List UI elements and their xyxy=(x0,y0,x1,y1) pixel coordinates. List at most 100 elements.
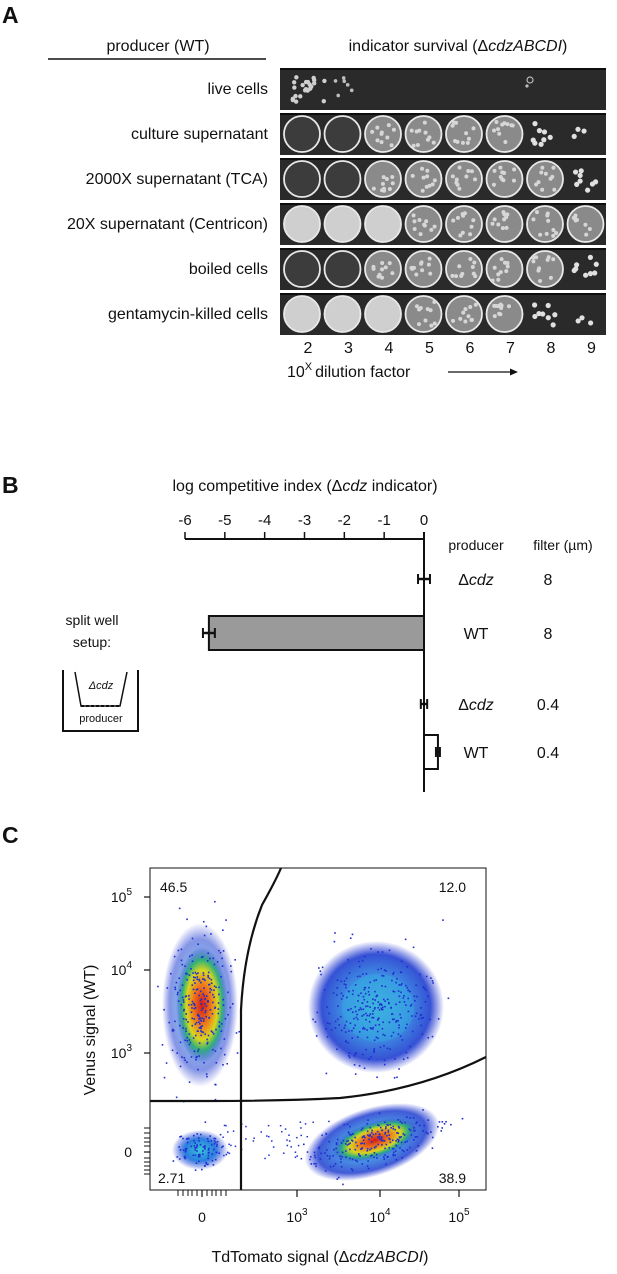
x-tick-label: 0 xyxy=(420,512,428,529)
dilution-label: 6 xyxy=(466,340,475,357)
filter-label: 0.4 xyxy=(537,697,559,714)
x-tick-label: -6 xyxy=(178,512,191,529)
panel-b: B log competitive index (Δcdz indicator)… xyxy=(2,472,593,792)
x-axis-ticks: 0 103 104 105 xyxy=(177,1190,470,1225)
dilution-label: 7 xyxy=(506,340,515,357)
spot xyxy=(485,205,524,243)
x-tick-label: 0 xyxy=(198,1209,206,1225)
producer-label: Δcdz xyxy=(458,697,494,714)
spot xyxy=(526,205,564,243)
population-upper-right xyxy=(308,941,444,1073)
x-tick-label: -3 xyxy=(298,512,311,529)
x-tick-label: 105 xyxy=(448,1207,470,1225)
bar xyxy=(207,615,425,651)
row-labels: live cells culture supernatant 2000X super… xyxy=(67,81,269,323)
y-tick-label: 105 xyxy=(111,887,133,905)
dilution-tick-labels: 2 3 4 5 6 7 8 9 xyxy=(304,340,597,357)
dilution-label: 5 xyxy=(425,340,434,357)
panel-c: C 46.5 12.0 2.71 38.9 0 103 104 105 0 103 104… xyxy=(2,822,487,1266)
x-tick-label: 103 xyxy=(286,1207,308,1225)
filter-column-header: filter (µm) xyxy=(533,537,592,553)
density-scatter-points xyxy=(157,900,464,1186)
spot xyxy=(323,205,362,243)
spot xyxy=(404,295,443,333)
dilution-arrowhead xyxy=(510,368,518,376)
row-label: culture supernatant xyxy=(131,126,269,143)
setup-top-label: Δcdz xyxy=(88,680,114,692)
spot xyxy=(445,115,483,153)
x-axis-label: TdTomato signal (ΔcdzABCDI) xyxy=(212,1249,429,1266)
spot xyxy=(445,250,483,288)
row-label: gentamycin-killed cells xyxy=(108,306,268,323)
filter-label: 0.4 xyxy=(537,745,559,762)
spot xyxy=(323,160,362,198)
plate-strip xyxy=(280,68,606,110)
spot xyxy=(445,205,483,243)
spot xyxy=(323,295,362,333)
x-tick-label: -1 xyxy=(377,512,390,529)
spot xyxy=(283,160,321,198)
y-tick-label: 103 xyxy=(111,1043,133,1061)
y-tick-label: 0 xyxy=(124,1144,132,1160)
axis-title: log competitive index (Δcdz indicator) xyxy=(172,478,437,495)
population-upper-left xyxy=(176,947,228,1063)
x-tick-label: 104 xyxy=(369,1207,391,1225)
bars xyxy=(201,574,441,770)
filter-label: 8 xyxy=(544,626,553,643)
dilution-label: 2 xyxy=(304,340,313,357)
row-label: 2000X supernatant (TCA) xyxy=(86,171,268,188)
quadrant-lower-right: 38.9 xyxy=(439,1170,466,1186)
setup-text-2: setup: xyxy=(73,634,111,650)
indicator-header: indicator survival (ΔcdzABCDI) xyxy=(349,38,568,55)
quadrant-upper-right: 12.0 xyxy=(439,879,466,895)
filter-label: 8 xyxy=(544,572,553,589)
producer-label: Δcdz xyxy=(458,572,494,589)
setup-bottom-label: producer xyxy=(79,713,123,725)
producer-label: WT xyxy=(464,626,489,643)
row-label: live cells xyxy=(208,81,268,98)
spot xyxy=(364,205,402,243)
plate-photo xyxy=(280,68,606,335)
spot xyxy=(485,295,524,333)
gates xyxy=(150,867,487,1190)
dilution-label: 4 xyxy=(385,340,394,357)
panel-a-label: A xyxy=(2,2,19,28)
setup-text-1: split well xyxy=(66,612,119,628)
dilution-label: 8 xyxy=(547,340,556,357)
spot xyxy=(526,160,564,198)
spot xyxy=(283,205,321,243)
x-tick-label: -5 xyxy=(218,512,231,529)
spot xyxy=(323,250,362,288)
spot xyxy=(283,295,321,333)
y-axis-label: Venus signal (WT) xyxy=(82,965,99,1096)
panel-a: A producer (WT) indicator survival (Δcdz… xyxy=(2,2,606,381)
row-label: boiled cells xyxy=(189,261,268,278)
row-label: 20X supernatant (Centricon) xyxy=(67,216,268,233)
panel-c-label: C xyxy=(2,822,19,848)
gate-vertical xyxy=(239,867,283,1190)
x-tick-label: -2 xyxy=(338,512,351,529)
dilution-label: 3 xyxy=(344,340,353,357)
spot xyxy=(323,115,362,153)
spot xyxy=(485,250,524,288)
spot xyxy=(364,295,402,333)
x-tick-label: -4 xyxy=(258,512,271,529)
spot xyxy=(283,115,321,153)
y-axis-ticks: 0 103 104 105 xyxy=(111,887,150,1175)
quadrant-lower-left: 2.71 xyxy=(158,1170,185,1186)
producer-header: producer (WT) xyxy=(106,38,209,55)
panel-b-label: B xyxy=(2,472,19,498)
population-lower-right xyxy=(332,1118,418,1162)
gate-horizontal xyxy=(150,1056,487,1103)
x-axis: -6 -5 -4 -3 -2 -1 0 xyxy=(178,512,428,792)
producer-label: WT xyxy=(464,745,489,762)
split-well-icon: Δcdz producer xyxy=(62,670,139,732)
producer-column-header: producer xyxy=(448,537,504,553)
quadrant-upper-left: 46.5 xyxy=(160,879,187,895)
y-tick-label: 104 xyxy=(111,960,133,978)
spot xyxy=(283,250,321,288)
dilution-label: 9 xyxy=(587,340,596,357)
